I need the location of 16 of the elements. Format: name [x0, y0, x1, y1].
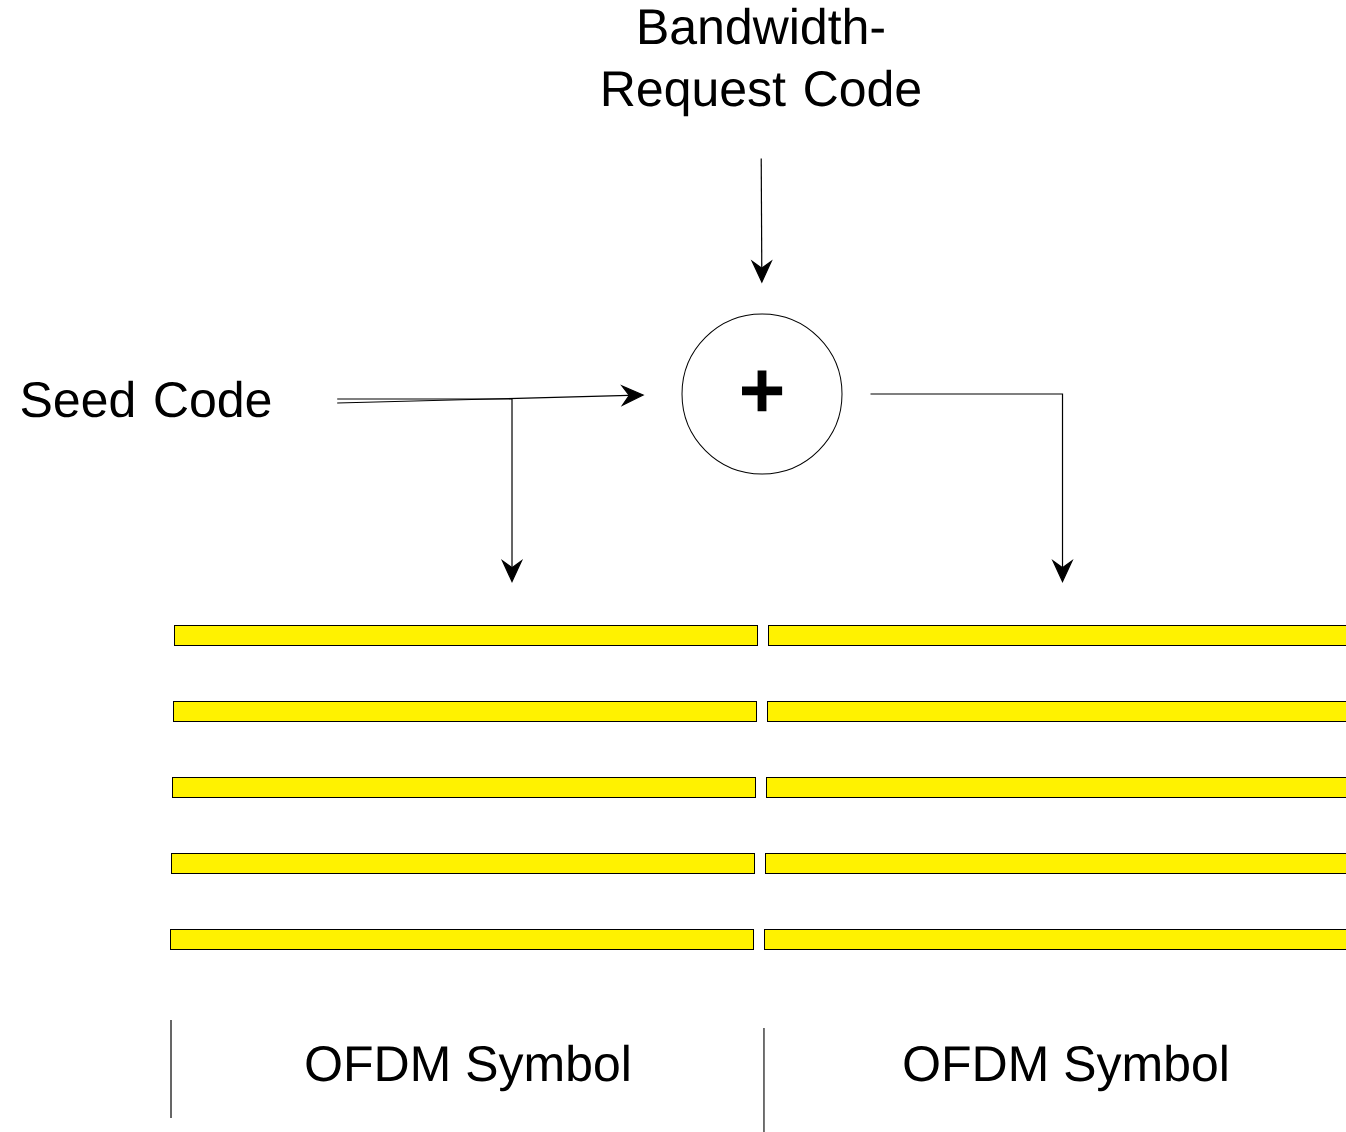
axis-label: OFDM Symbol — [306, 1044, 629, 1092]
subcarrier-bar — [764, 929, 1346, 950]
input-label: Seed Code — [21, 380, 271, 418]
subcarrier-bar — [768, 625, 1346, 646]
subcarrier-bar — [174, 625, 758, 646]
subcarrier-bar — [765, 853, 1346, 874]
subcarrier-bar — [766, 777, 1346, 798]
arrow — [869, 393, 1074, 583]
input-label: Bandwidth-Request Code — [603, 7, 920, 117]
axis-label: OFDM Symbol — [904, 1044, 1227, 1092]
subcarrier-bar — [767, 701, 1346, 722]
subcarrier-bar — [170, 929, 754, 950]
arrow — [336, 398, 524, 583]
subcarrier-bar — [171, 853, 755, 874]
subcarrier-bar — [172, 777, 756, 798]
subcarrier-bar — [173, 701, 757, 722]
